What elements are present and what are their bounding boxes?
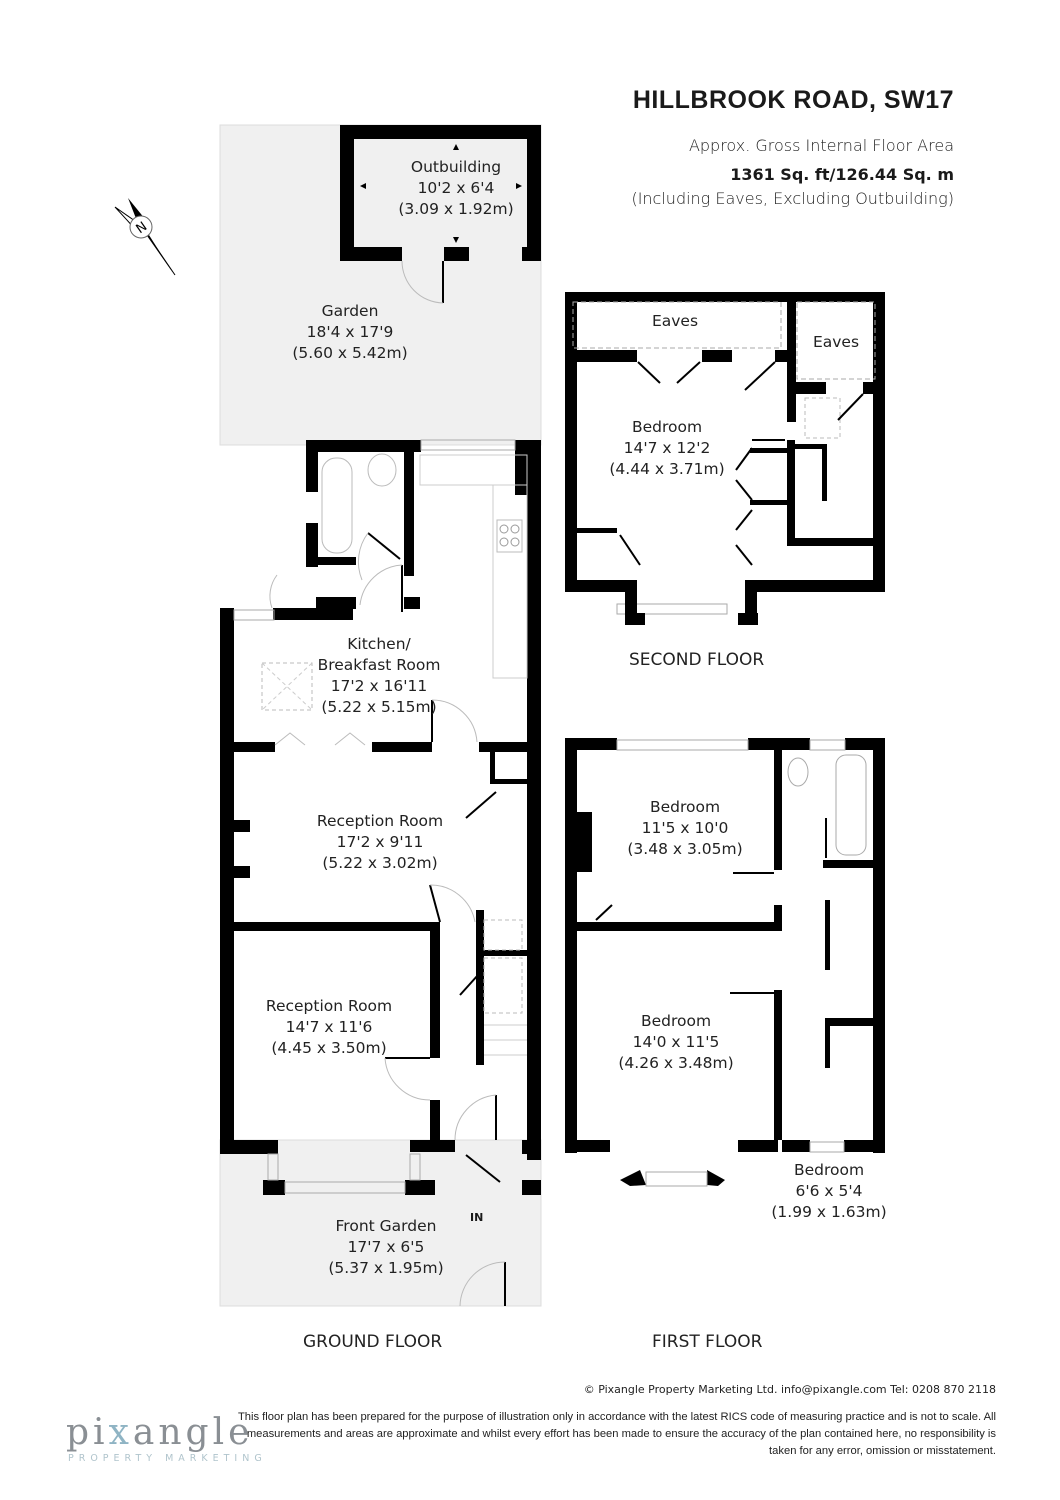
copyright-line: © Pixangle Property Marketing Ltd. info@…	[583, 1383, 996, 1396]
room-kitchen-breakfast: Kitchen/ Breakfast Room 17'2 x 16'11 (5.…	[317, 635, 441, 716]
room-bedroom-first-small: Bedroom 6'6 x 5'4 (1.99 x 1.63m)	[771, 1161, 887, 1221]
room-eaves-left: Eaves	[651, 312, 699, 330]
room-eaves-right: Eaves	[812, 333, 860, 351]
disclaimer: This floor plan has been prepared for th…	[237, 1411, 996, 1457]
room-reception-rear: Reception Room 17'2 x 9'11 (5.22 x 3.02m…	[316, 812, 444, 872]
front-garden-area	[219, 1139, 542, 1307]
room-garden: Garden 18'4 x 17'9 (5.60 x 5.42m)	[292, 302, 408, 362]
room-bedroom-first-front: Bedroom 14'0 x 11'5 (4.26 x 3.48m)	[618, 1012, 734, 1072]
room-reception-front: Reception Room 14'7 x 11'6 (4.45 x 3.50m…	[265, 997, 393, 1057]
room-bedroom-first-rear: Bedroom 11'5 x 10'0 (3.48 x 3.05m)	[627, 798, 743, 858]
room-front-garden: Front Garden 17'7 x 6'5 (5.37 x 1.95m)	[328, 1217, 444, 1277]
pixangle-logo: pixangle	[66, 1412, 254, 1453]
second-floor-label: SECOND FLOOR	[629, 650, 765, 670]
logo-subtitle: PROPERTY MARKETING	[68, 1453, 267, 1464]
area-subtitle: Approx. Gross Internal Floor Area	[688, 136, 954, 155]
total-area: 1361 Sq. ft/126.44 Sq. m	[730, 165, 954, 184]
north-arrow-icon: N	[114, 198, 176, 276]
area-note: (Including Eaves, Excluding Outbuilding)	[631, 189, 954, 208]
entrance-label: IN	[470, 1211, 484, 1224]
room-outbuilding: Outbuilding 10'2 x 6'4 (3.09 x 1.92m)	[398, 158, 514, 218]
property-title: HILLBROOK ROAD, SW17	[632, 86, 954, 114]
room-bedroom-second: Bedroom 14'7 x 12'2 (4.44 x 3.71m)	[609, 418, 725, 478]
ground-floor-label: GROUND FLOOR	[303, 1332, 443, 1352]
garden-area	[219, 124, 542, 446]
first-floor-label: FIRST FLOOR	[652, 1332, 763, 1352]
